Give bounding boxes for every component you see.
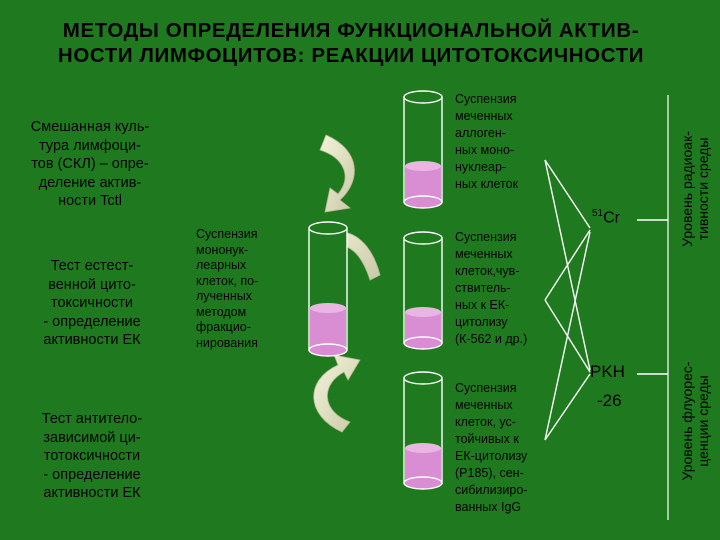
text-line: Уровень радиоак- <box>679 131 695 247</box>
text-line: тотоксичности <box>43 448 141 464</box>
text-line: токсичности <box>50 295 133 311</box>
text-line: венной цито- <box>48 276 136 293</box>
rkh-label: PKH <box>590 362 625 381</box>
text-line: тов (СКЛ) – опре- <box>31 156 149 172</box>
connector-line <box>544 299 591 373</box>
tube-center <box>308 221 348 357</box>
mlc-test-text: Смешанная куль- тура лимфоци- тов (СКЛ) … <box>6 118 174 211</box>
text-line: ных моно- <box>455 143 515 157</box>
text-line: методом <box>196 304 247 319</box>
text-line: активности ЕК <box>43 485 141 501</box>
nk-sensitive-cells-text: Суспензия меченных клеток,чув- ствитель-… <box>455 229 567 348</box>
text-line: Смешанная куль- <box>30 119 150 135</box>
text-line: Суспензия <box>455 230 517 244</box>
text-line: ценции среды <box>695 375 711 467</box>
curved-arrow-icon <box>313 354 361 433</box>
text-line: лученных <box>196 289 253 303</box>
title-line-2: НОСТИ ЛИМФОЦИТОВ: РЕАКЦИИ ЦИТОТОКСИЧНОСТ… <box>57 44 645 67</box>
text-line: ствитель- <box>455 281 511 295</box>
isotope-label: 51Cr <box>592 208 620 227</box>
text-line: леарных <box>196 258 247 272</box>
text-line: Уровень флуорес- <box>679 361 695 481</box>
text-line: зависимой ци- <box>43 429 141 446</box>
text-line: ности Tctl <box>58 193 122 209</box>
nk-cytotoxicity-test-text: Тест естест- венной цито- токсичности - … <box>12 257 172 350</box>
rkh-number: -26 <box>597 391 622 410</box>
connector-lines <box>544 159 668 441</box>
tube-middle-right <box>403 231 443 350</box>
text-line: клеток,чув- <box>455 264 520 278</box>
text-line: тура лимфоци- <box>39 137 141 154</box>
radioactivity-level-label: Уровень радиоак- тивности среды <box>679 107 713 271</box>
text-line: тивности среды <box>695 137 711 241</box>
text-line: Суспензия <box>196 227 258 241</box>
fluorescence-level-label: Уровень флуорес- ценции среды <box>679 339 713 503</box>
text-line: нирования <box>196 335 258 350</box>
text-line: сибилизиро- <box>455 483 528 497</box>
text-line: - определение <box>43 466 141 483</box>
text-line: меченных <box>455 109 513 123</box>
text-line: аллоген- <box>455 126 506 140</box>
text-line: - определение <box>43 313 141 330</box>
text-line: ЕК-цитолизу <box>455 449 528 463</box>
tube-top-right <box>403 90 443 209</box>
text-line: (Р185), сен- <box>455 466 524 480</box>
isotope-symbol: Cr <box>603 209 621 227</box>
text-line: тойчивых к <box>455 432 519 446</box>
text-line: нуклеар- <box>455 160 507 174</box>
text-line: Тест естест- <box>50 258 134 274</box>
mononuclear-suspension-text: Суспензия мононук- леарных клеток, по- л… <box>196 227 296 351</box>
allogeneic-cells-text: Суспензия меченных аллоген- ных моно- ну… <box>455 91 565 193</box>
adcc-test-text: Тест антитело- зависимой ци- тотоксичнос… <box>12 410 172 503</box>
text-line: активности ЕК <box>43 332 141 348</box>
connector-line <box>544 159 591 371</box>
text-line: ных к ЕК- <box>455 298 510 312</box>
text-line: ванных IgG <box>455 500 522 514</box>
text-line: мононук- <box>196 242 249 257</box>
text-line: цитолизу <box>455 315 508 329</box>
text-line: меченных <box>455 247 513 261</box>
title-line-1: МЕТОДЫ ОПРЕДЕЛЕНИЯ ФУНКЦИОНАЛЬНОЙ АКТИВ- <box>62 19 640 42</box>
text-line: меченных <box>455 398 513 412</box>
text-line: Суспензия <box>455 381 517 395</box>
nk-resistant-cells-text: Суспензия меченных клеток, ус- тойчивых … <box>455 380 567 516</box>
connector-line <box>544 159 591 229</box>
isotope-mass: 51 <box>592 208 604 219</box>
tube-bottom-right <box>403 371 443 490</box>
curved-arrow-icon <box>319 134 355 213</box>
text-line: клеток, ус- <box>455 415 516 429</box>
text-line: клеток, по- <box>196 273 259 288</box>
text-line: (К-562 и др.) <box>455 332 528 346</box>
connector-line <box>544 373 591 441</box>
slide-title: МЕТОДЫ ОПРЕДЕЛЕНИЯ ФУНКЦИОНАЛЬНОЙ АКТИВ-… <box>26 18 676 68</box>
text-line: деление актив- <box>38 174 142 191</box>
text-line: фракцио- <box>196 320 251 334</box>
text-line: ных клеток <box>455 177 519 191</box>
text-line: Суспензия <box>455 92 517 106</box>
text-line: Тест антитело- <box>41 411 143 427</box>
